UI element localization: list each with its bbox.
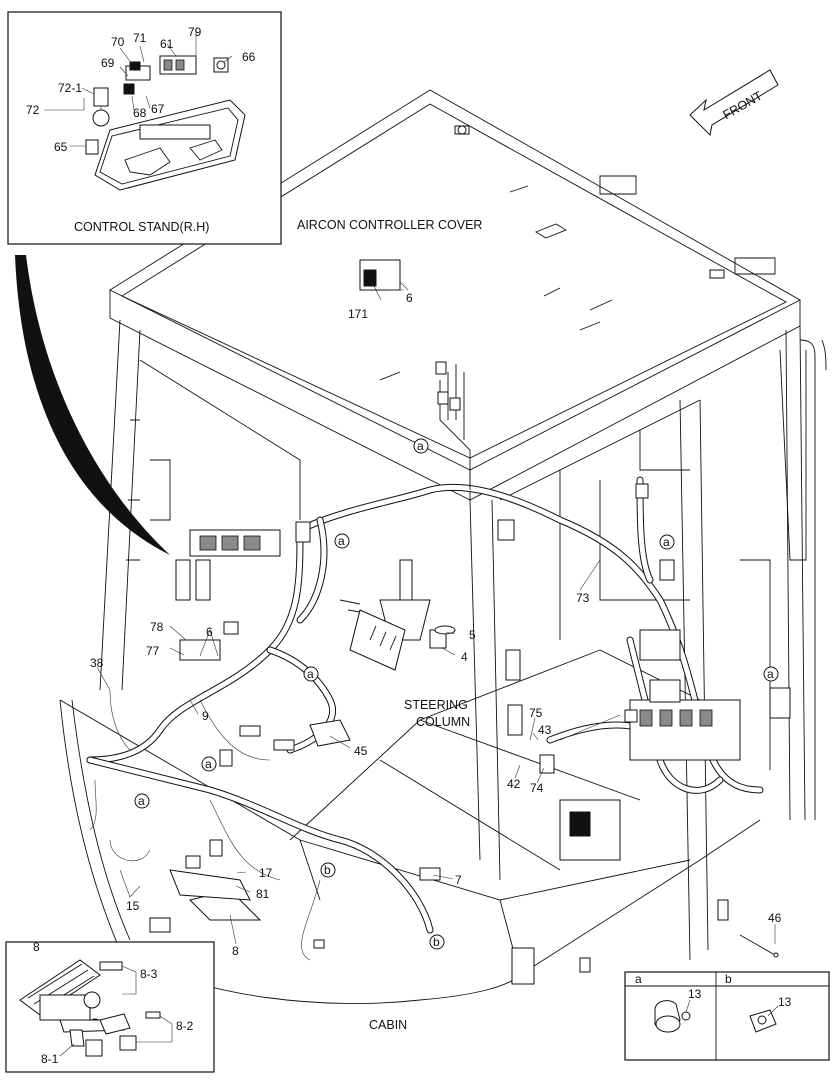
- caption-control-stand: CONTROL STAND(R.H): [74, 220, 209, 234]
- label-5: 5: [469, 628, 476, 642]
- callout-b-1: b: [320, 862, 336, 878]
- detail-b-title: b: [725, 972, 732, 986]
- label-77: 77: [146, 644, 160, 658]
- label-46: 46: [768, 911, 782, 925]
- label-42: 42: [507, 777, 521, 791]
- label-4: 4: [461, 650, 468, 664]
- callout-a-1: a: [413, 438, 429, 454]
- label-8: 8: [232, 944, 239, 958]
- label-78: 78: [150, 620, 164, 634]
- label-71: 71: [133, 31, 147, 45]
- part-46: [739, 934, 779, 958]
- label-45: 45: [354, 744, 368, 758]
- label-43: 43: [538, 723, 552, 737]
- label-68: 68: [133, 106, 147, 120]
- connectors: [15, 255, 791, 949]
- svg-text:a: a: [417, 439, 424, 453]
- callout-a-2: a: [334, 533, 350, 549]
- callout-markers: a a a a a a a b b: [134, 438, 779, 950]
- label-15: 15: [126, 899, 140, 913]
- label-8-1: 8-1: [41, 1052, 59, 1066]
- label-38: 38: [90, 656, 104, 670]
- label-17: 17: [259, 866, 273, 880]
- pedal-inset-title: 8: [33, 940, 40, 954]
- inset-detail-ab: a b 13 13: [624, 971, 830, 1061]
- label-7: 7: [455, 873, 462, 887]
- main-labels: 6 171 73 78 6 77 5 4 38 9 45 75 43 42 74…: [90, 218, 782, 1032]
- caption-column: COLUMN: [416, 715, 470, 729]
- label-6-left: 6: [206, 625, 213, 639]
- label-72-1: 72-1: [58, 81, 82, 95]
- callout-a-4: a: [303, 666, 319, 682]
- label-13-b: 13: [778, 995, 792, 1009]
- svg-text:a: a: [205, 757, 212, 771]
- label-75: 75: [529, 706, 543, 720]
- label-61: 61: [160, 37, 174, 51]
- detail-a-title: a: [635, 972, 642, 986]
- label-72: 72: [26, 103, 40, 117]
- label-69: 69: [101, 56, 115, 70]
- inset-pedal: 8 8-3 8-2 8-1: [5, 940, 215, 1073]
- svg-text:a: a: [663, 535, 670, 549]
- label-74: 74: [530, 781, 544, 795]
- label-79: 79: [188, 25, 202, 39]
- label-73: 73: [576, 591, 590, 605]
- callout-a-3: a: [659, 534, 675, 550]
- steering-column: [339, 559, 431, 671]
- label-8-3: 8-3: [140, 967, 158, 981]
- caption-cabin: CABIN: [369, 1018, 407, 1032]
- label-67: 67: [151, 102, 165, 116]
- callout-a-6: a: [201, 756, 217, 772]
- label-9: 9: [202, 709, 209, 723]
- label-81: 81: [256, 887, 270, 901]
- label-66: 66: [242, 50, 256, 64]
- svg-text:b: b: [433, 935, 440, 949]
- svg-text:b: b: [324, 863, 331, 877]
- svg-text:a: a: [767, 667, 774, 681]
- cabin-frame: [59, 89, 827, 1004]
- front-arrow: FRONT: [689, 69, 779, 137]
- callout-b-2: b: [429, 934, 445, 950]
- svg-text:a: a: [307, 667, 314, 681]
- callout-a-5: a: [763, 666, 779, 682]
- callout-a-7: a: [134, 793, 150, 809]
- inset-control-stand: 70 71 61 79 66 69 68 67 72-1 72 65 CONTR…: [7, 11, 282, 245]
- label-13-a: 13: [688, 987, 702, 1001]
- main-leaders: [96, 281, 776, 945]
- svg-text:a: a: [338, 534, 345, 548]
- svg-text:a: a: [138, 794, 145, 808]
- caption-steering: STEERING: [404, 698, 468, 712]
- label-171: 171: [348, 307, 368, 321]
- caption-aircon-controller-cover: AIRCON CONTROLLER COVER: [297, 218, 482, 232]
- label-6-aircon: 6: [406, 291, 413, 305]
- label-65: 65: [54, 140, 68, 154]
- label-8-2: 8-2: [176, 1019, 194, 1033]
- label-70: 70: [111, 35, 125, 49]
